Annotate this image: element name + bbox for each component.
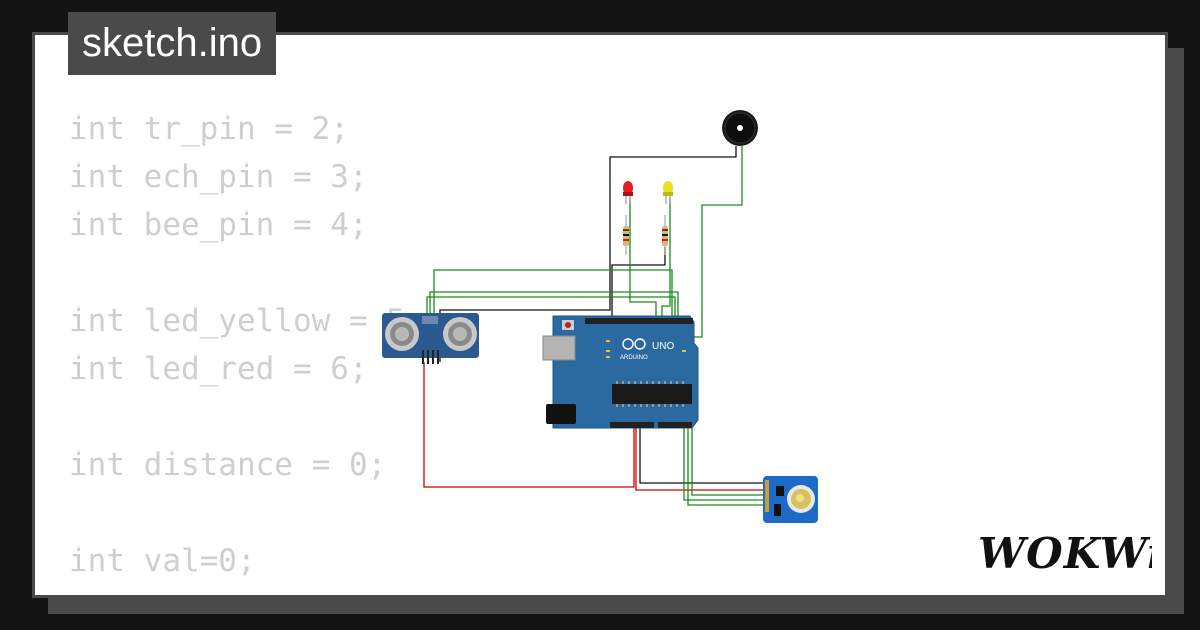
arduino-logo-icon (622, 338, 646, 350)
buzzer[interactable] (722, 110, 758, 146)
code-line: int distance = 0; (69, 447, 387, 483)
board-label-uno: UNO (652, 341, 674, 352)
wire-black-led-gnd (611, 247, 666, 320)
code-line: int val=0; (69, 543, 256, 579)
wire-green-sensor-1 (433, 269, 673, 350)
wire-green-buzzer (688, 146, 743, 338)
resistor-yellow-led[interactable] (662, 215, 668, 255)
led-red[interactable] (623, 181, 633, 204)
code-line: int tr_pin = 2; (69, 111, 349, 147)
rtc-module[interactable] (763, 476, 818, 523)
wire-green-rtc-1 (683, 426, 766, 501)
wokwi-logo-text: WOKWi (978, 529, 1152, 576)
wire-green-rtc-2 (687, 426, 766, 506)
code-line: int bee_pin = 4; (69, 207, 368, 243)
led-yellow[interactable] (663, 181, 673, 204)
file-tab[interactable]: sketch.ino (68, 12, 277, 75)
wire-red-sensor-vcc (423, 362, 635, 488)
preview-card: int tr_pin = 2; int ech_pin = 3; int bee_p… (32, 32, 1168, 598)
wire-green-red-led (629, 198, 657, 322)
code-line: int led_yellow = 5; (69, 303, 424, 339)
chip-pins (616, 381, 684, 407)
wokwi-logo: WOKWi (978, 529, 1152, 576)
wire-green-rtc-3 (691, 426, 766, 496)
code-background: int tr_pin = 2; int ech_pin = 3; int bee_p… (69, 105, 424, 595)
wire-green-yellow-led (661, 198, 671, 322)
board-label-brand: ARDUINO (620, 355, 648, 361)
wires (423, 146, 766, 506)
wire-black-rtc (639, 426, 766, 484)
code-line: int led_red = 6; (69, 351, 368, 387)
code-line: int ech_pin = 3; (69, 159, 368, 195)
wire-red-rtc (635, 426, 766, 491)
resistor-red-led[interactable] (623, 215, 629, 255)
arduino-uno-board[interactable]: UNO ARDUINO (542, 315, 699, 429)
ultrasonic-sensor[interactable] (382, 313, 479, 364)
code-line: int dis=0; (69, 585, 424, 595)
